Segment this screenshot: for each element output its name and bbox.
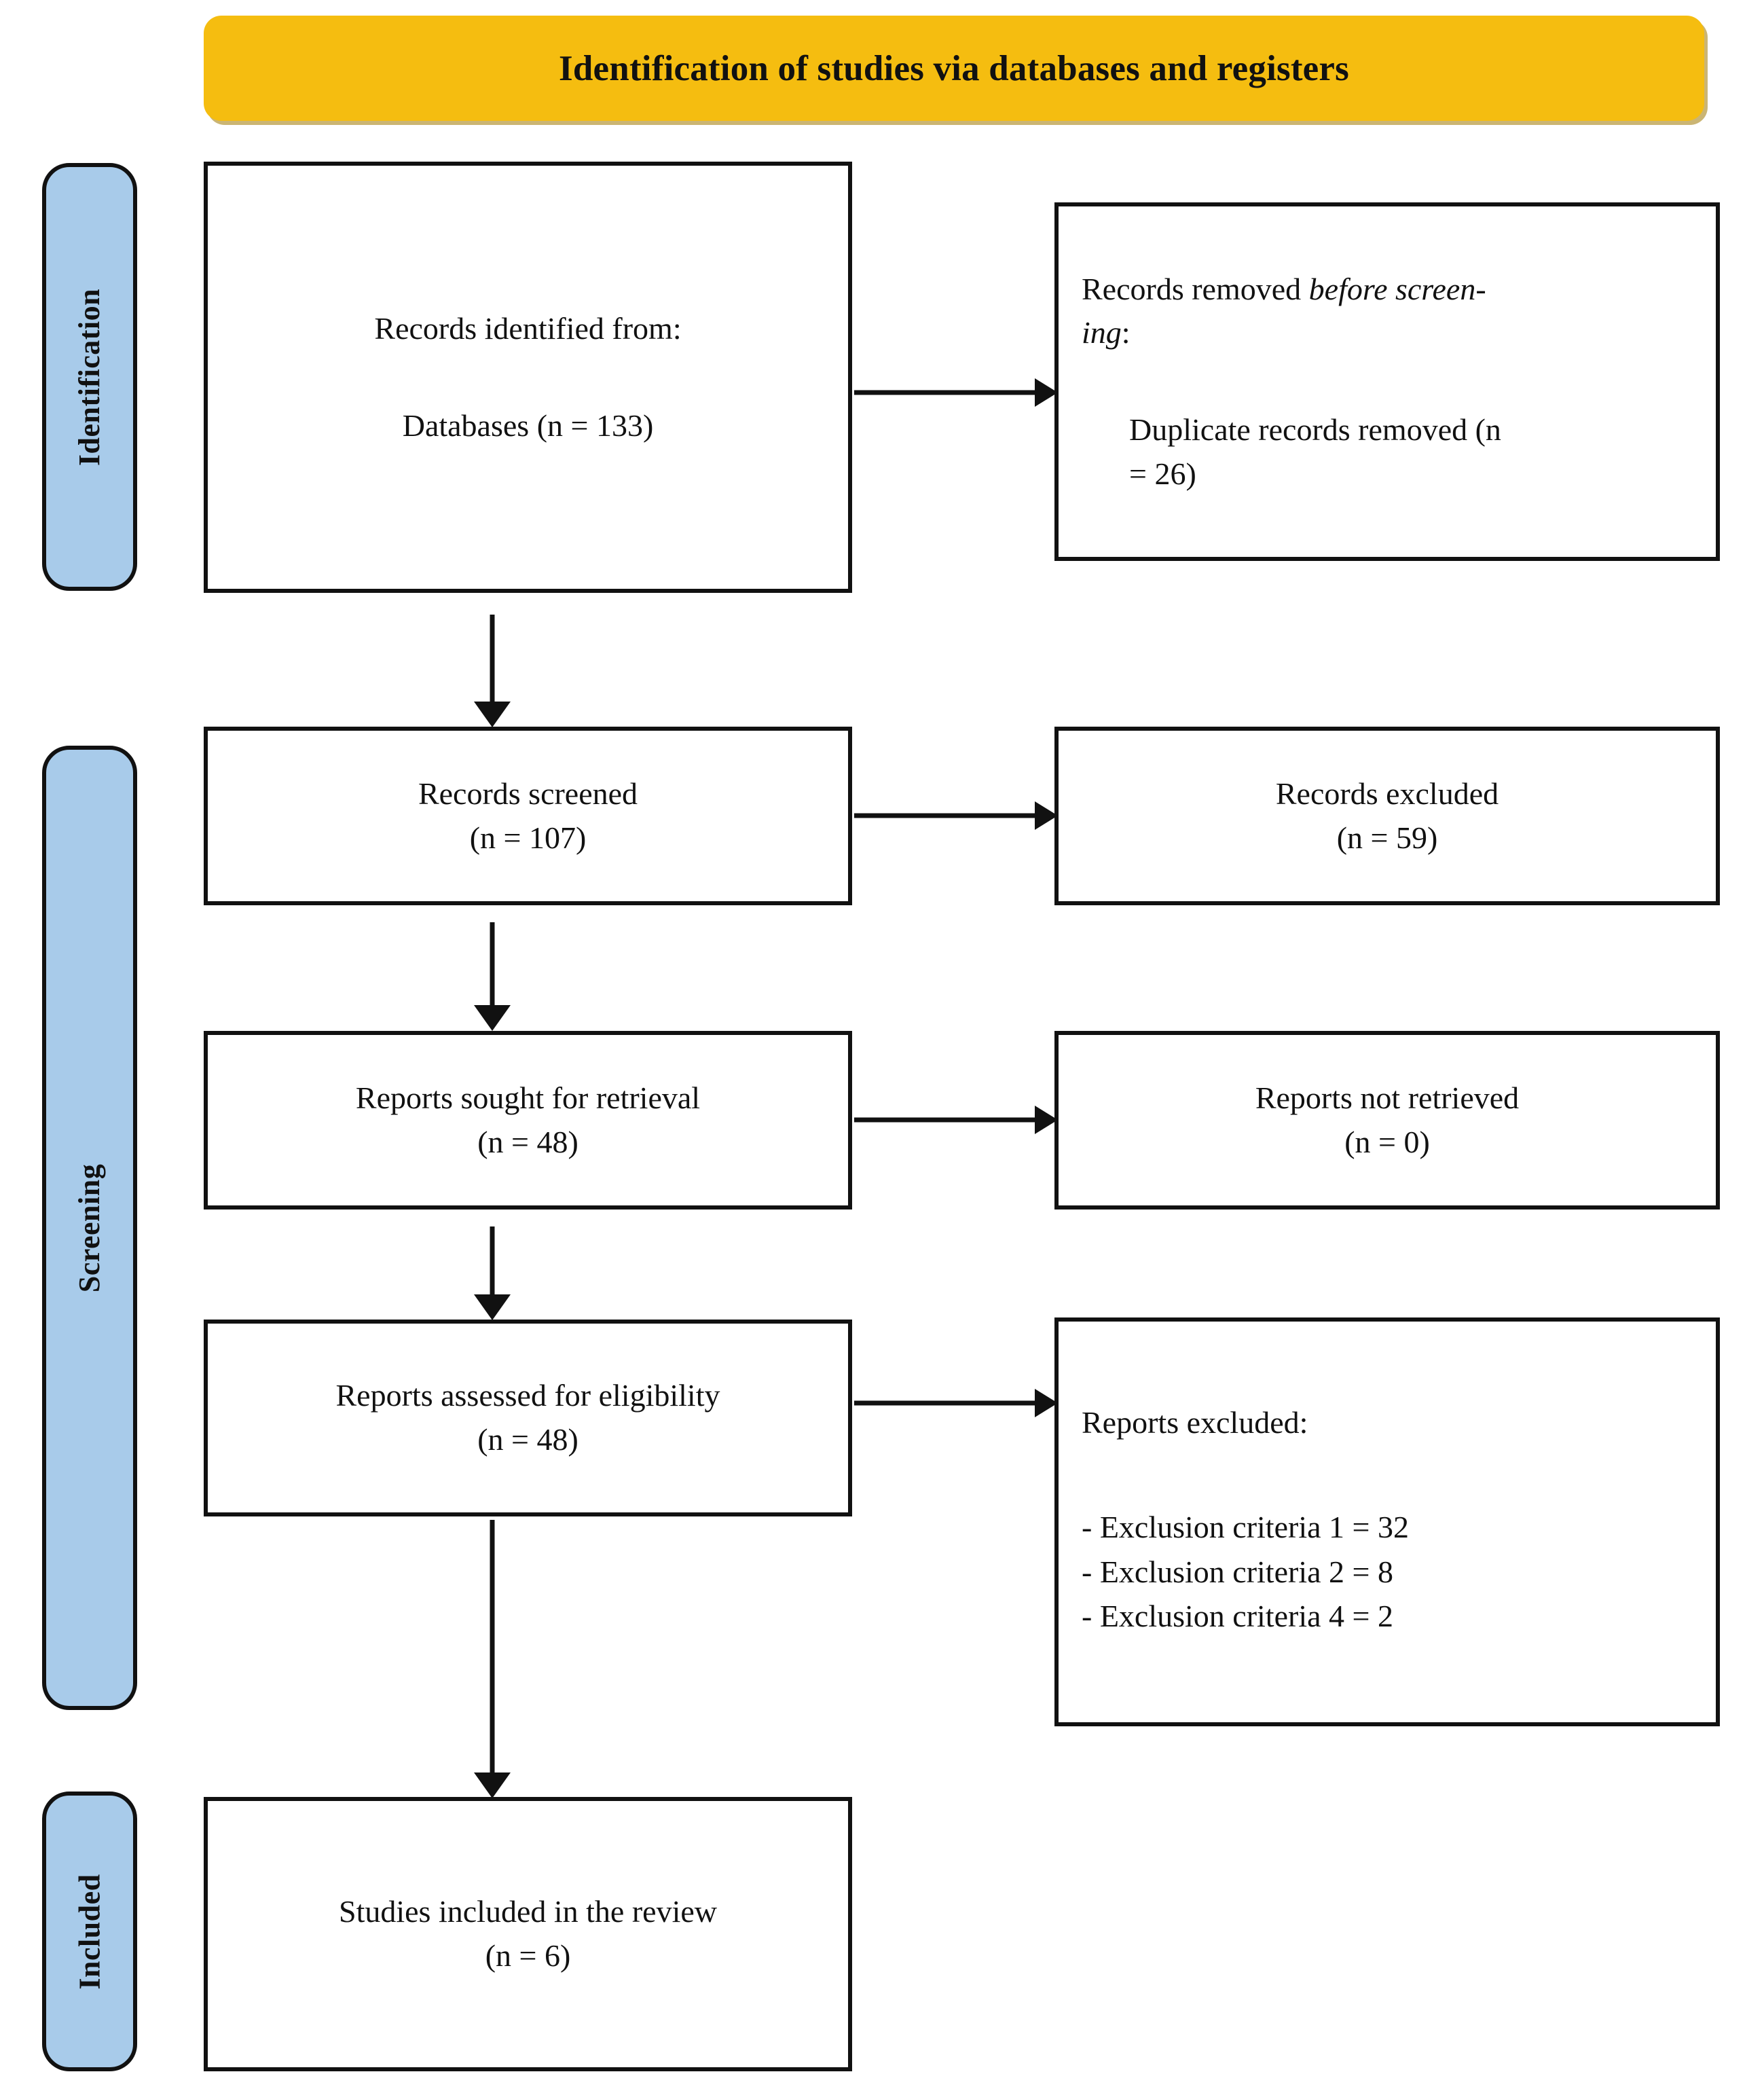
duplicate-records-removed-line2: = 26) xyxy=(1129,456,1196,491)
records-excluded-label: Records excluded xyxy=(1275,776,1499,811)
records-removed-italic-1: before screen- xyxy=(1308,271,1486,306)
records-identified-heading: Records identified from: xyxy=(374,310,682,346)
reports-not-retrieved-count: (n = 0) xyxy=(1344,1124,1430,1159)
duplicate-records-removed-line1: Duplicate records removed (n xyxy=(1129,412,1501,447)
arrow-shaft xyxy=(854,813,1036,818)
phase-sidebar-identification: Identification xyxy=(42,163,137,591)
records-removed-heading: Records removed before screen- xyxy=(1082,272,1486,307)
records-removed-heading-cont: ing: xyxy=(1082,316,1131,350)
box-records-excluded: Records excluded (n = 59) xyxy=(1054,727,1720,905)
banner-title: Identification of studies via databases … xyxy=(559,48,1349,88)
arrow-sought-to-not-retrieved-icon xyxy=(854,1105,1058,1135)
arrow-head xyxy=(474,1005,511,1031)
arrow-assessed-to-reports-excluded-icon xyxy=(854,1388,1058,1418)
reports-assessed-label: Reports assessed for eligibility xyxy=(335,1378,720,1413)
phase-label-identification: Identification xyxy=(73,288,107,466)
records-removed-prefix: Records removed xyxy=(1082,271,1309,306)
reports-sought-label: Reports sought for retrieval xyxy=(355,1080,701,1115)
records-removed-colon: : xyxy=(1121,315,1131,350)
phase-label-screening: Screening xyxy=(73,1163,107,1292)
records-excluded-count: (n = 59) xyxy=(1336,820,1438,855)
arrow-screened-to-sought-icon xyxy=(474,922,511,1031)
phase-label-included: Included xyxy=(73,1873,107,1990)
arrow-sought-to-assessed-icon xyxy=(474,1226,511,1320)
studies-included-label: Studies included in the review xyxy=(339,1894,717,1929)
phase-sidebar-screening: Screening xyxy=(42,746,137,1710)
records-removed-italic-2: ing xyxy=(1082,315,1122,350)
arrow-identified-to-screened-icon xyxy=(474,615,511,727)
arrow-head xyxy=(474,1772,511,1798)
arrow-shaft xyxy=(490,615,495,704)
records-screened-count: (n = 107) xyxy=(469,820,587,855)
arrow-shaft xyxy=(854,1117,1036,1123)
box-reports-assessed-for-eligibility: Reports assessed for eligibility (n = 48… xyxy=(204,1320,852,1516)
arrow-head xyxy=(474,1294,511,1320)
box-reports-excluded-detail: Reports excluded: - Exclusion criteria 1… xyxy=(1054,1317,1720,1726)
arrow-head xyxy=(1035,1106,1058,1134)
reports-excluded-title: Reports excluded: xyxy=(1082,1404,1308,1440)
arrow-shaft xyxy=(490,1520,495,1775)
arrow-head xyxy=(1035,801,1058,830)
box-records-identified: Records identified from: Databases (n = … xyxy=(204,162,852,593)
arrow-screened-to-excluded-icon xyxy=(854,801,1058,831)
box-reports-sought-for-retrieval: Reports sought for retrieval (n = 48) xyxy=(204,1031,852,1210)
arrow-shaft xyxy=(490,922,495,1008)
box-studies-included: Studies included in the review (n = 6) xyxy=(204,1797,852,2071)
arrow-head xyxy=(1035,1389,1058,1417)
arrow-shaft xyxy=(854,390,1036,395)
arrow-shaft xyxy=(490,1226,495,1297)
exclusion-criteria-item-3: - Exclusion criteria 4 = 2 xyxy=(1082,1598,1393,1633)
arrow-head xyxy=(474,702,511,727)
arrow-head xyxy=(1035,378,1058,407)
arrow-shaft xyxy=(854,1400,1036,1406)
reports-not-retrieved-label: Reports not retrieved xyxy=(1255,1080,1520,1115)
phase-sidebar-included: Included xyxy=(42,1792,137,2071)
box-records-removed-before-screening: Records removed before screen- ing: Dupl… xyxy=(1054,202,1720,561)
studies-included-count: (n = 6) xyxy=(485,1938,571,1973)
reports-assessed-count: (n = 48) xyxy=(477,1422,578,1457)
box-reports-not-retrieved: Reports not retrieved (n = 0) xyxy=(1054,1031,1720,1210)
exclusion-criteria-list: - Exclusion criteria 1 = 32 - Exclusion … xyxy=(1082,1505,1409,1638)
exclusion-criteria-item-1: - Exclusion criteria 1 = 32 xyxy=(1082,1510,1409,1545)
arrow-assessed-to-included-icon xyxy=(474,1520,511,1798)
exclusion-criteria-item-2: - Exclusion criteria 2 = 8 xyxy=(1082,1554,1393,1589)
records-identified-databases: Databases (n = 133) xyxy=(402,407,654,443)
arrow-identified-to-removed-icon xyxy=(854,378,1058,407)
header-banner: Identification of studies via databases … xyxy=(204,16,1704,121)
box-records-screened: Records screened (n = 107) xyxy=(204,727,852,905)
records-screened-label: Records screened xyxy=(418,776,638,811)
reports-sought-count: (n = 48) xyxy=(477,1124,578,1159)
